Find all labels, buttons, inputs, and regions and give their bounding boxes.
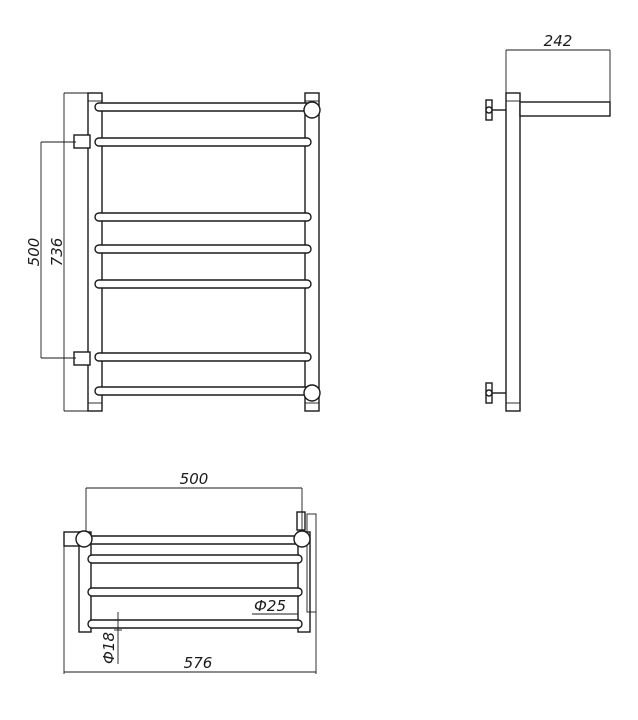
side-top-rail (519, 101, 611, 117)
bottom-right-cap (303, 384, 321, 402)
top-left-cap (75, 530, 93, 548)
side-post (505, 92, 521, 412)
top-right-cap-plan (293, 530, 311, 548)
bottom-valve (485, 382, 506, 404)
dimension-242: 242 (505, 32, 611, 102)
dim-736-label: 736 (48, 238, 66, 267)
dim-500-horizontal-label: 500 (180, 470, 209, 488)
dim-242-label: 242 (544, 32, 573, 50)
dimension-diameter-18: Ф18 (100, 612, 122, 664)
dimension-576: 576 (63, 546, 317, 674)
dim-diameter-25-label: Ф25 (254, 597, 286, 615)
top-rail-2 (87, 554, 303, 564)
top-rail-1 (87, 535, 303, 545)
dimension-diameter-25: Ф25 (252, 597, 298, 615)
dim-500-vertical-label: 500 (25, 238, 43, 267)
top-inlet-fitting (73, 134, 91, 149)
side-view: 242 (485, 32, 611, 412)
top-right-cap (303, 101, 321, 119)
front-view: 736 500 (25, 92, 321, 412)
top-valve-plan (296, 511, 306, 531)
dim-576-label: 576 (184, 654, 213, 672)
dimension-500-vertical: 500 (25, 141, 76, 359)
top-view: 500 576 Ф25 Ф18 (63, 470, 317, 674)
dim-diameter-18-label: Ф18 (100, 632, 118, 664)
front-rails (94, 102, 312, 396)
dimension-500-horizontal: 500 (85, 470, 303, 532)
top-rail-3 (87, 587, 303, 597)
front-rail-6 (94, 352, 312, 362)
front-rail-2 (94, 137, 312, 147)
front-rail-7 (94, 386, 312, 396)
front-rail-5 (94, 279, 312, 289)
top-valve (485, 99, 506, 121)
front-rail-1 (94, 102, 312, 112)
bottom-inlet-fitting (73, 351, 91, 366)
wall-bracket (306, 513, 317, 613)
top-rail-4 (87, 619, 303, 629)
front-rail-3 (94, 212, 312, 222)
front-rail-4 (94, 244, 312, 254)
